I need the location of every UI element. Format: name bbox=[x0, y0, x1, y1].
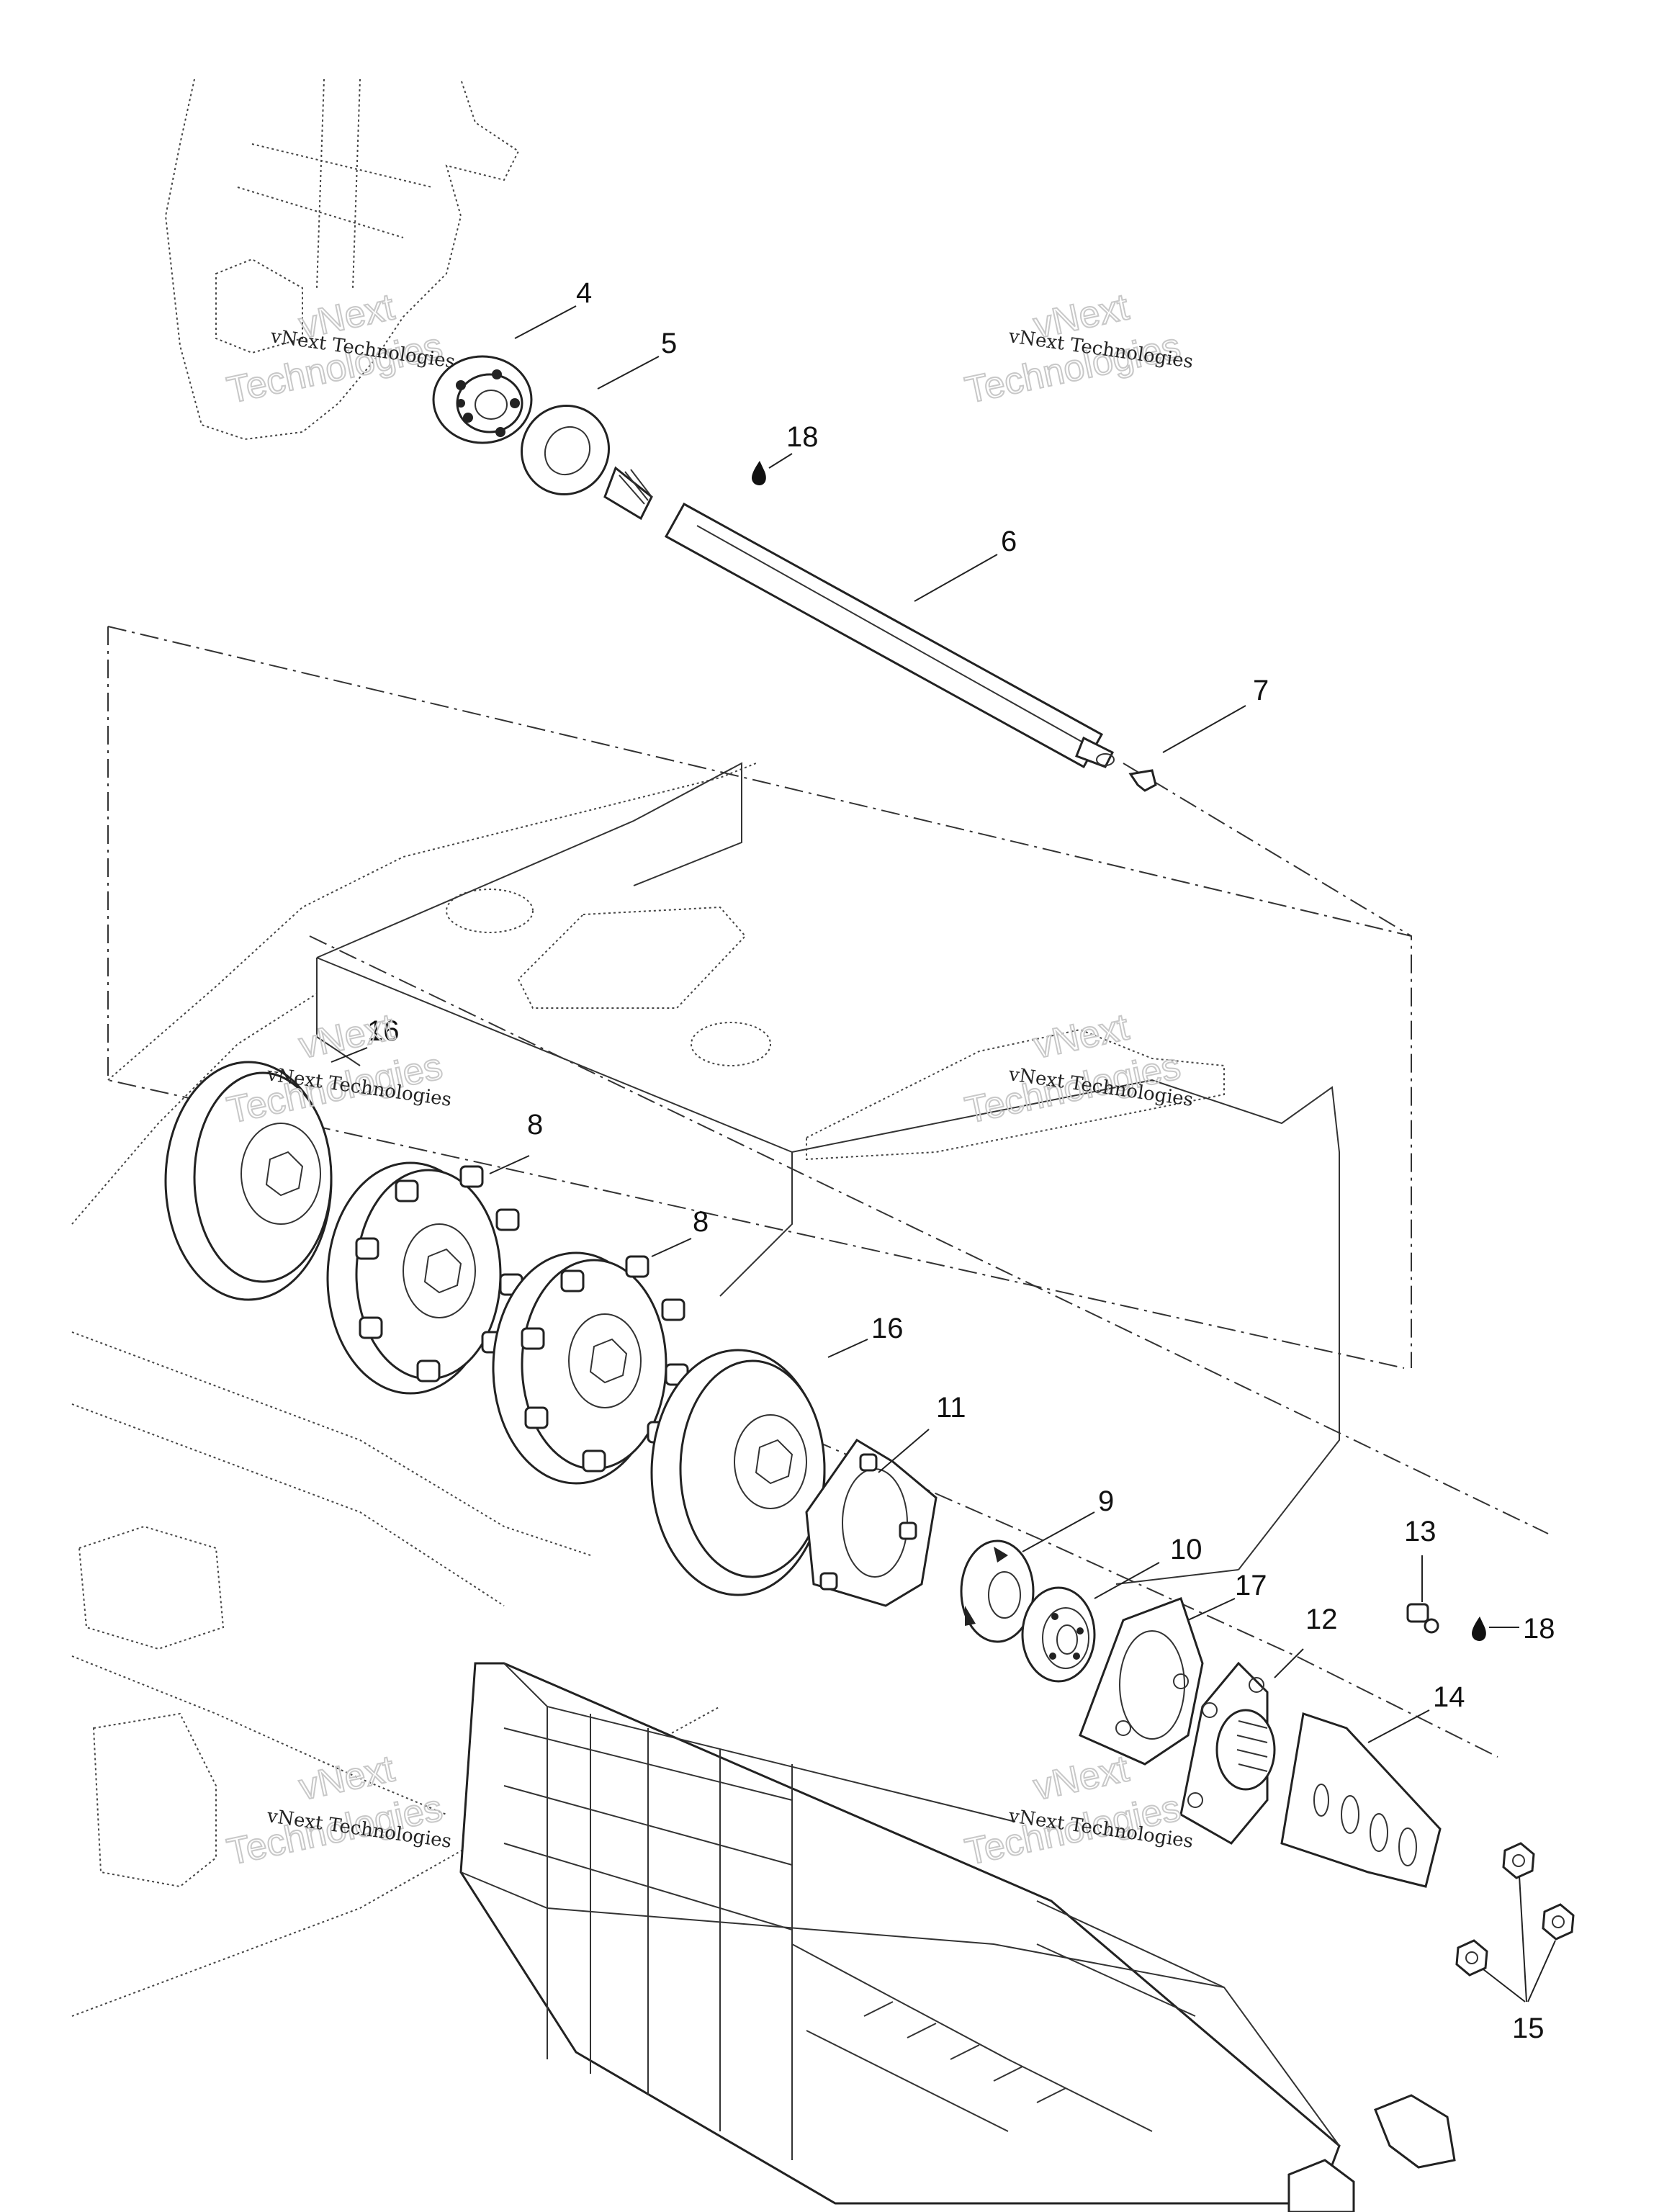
callout-5: 5 bbox=[661, 328, 677, 359]
flange-part-11 bbox=[805, 1438, 938, 1607]
watermark-2: vNext Technologies vNext Technologies bbox=[961, 285, 1195, 412]
callout-8-a: 8 bbox=[527, 1109, 543, 1141]
sprocket-part-8-b bbox=[492, 1251, 689, 1485]
callout-10: 10 bbox=[1170, 1534, 1202, 1565]
callout-16-right: 16 bbox=[871, 1313, 904, 1344]
callout-9: 9 bbox=[1098, 1485, 1114, 1517]
callout-18-right: 18 bbox=[1523, 1613, 1555, 1645]
sprocket-part-8-a bbox=[326, 1161, 523, 1395]
callout-6: 6 bbox=[1001, 526, 1017, 557]
callout-12: 12 bbox=[1305, 1604, 1338, 1635]
slider-clips bbox=[1287, 2094, 1456, 2212]
grease-drop-icon bbox=[752, 461, 766, 486]
callout-18-top: 18 bbox=[786, 421, 819, 453]
callout-labels: 4 5 18 6 7 16 8 8 16 11 9 10 17 12 13 18… bbox=[367, 277, 1555, 2044]
bearing-part-4 bbox=[432, 355, 533, 444]
callout-17: 17 bbox=[1235, 1570, 1267, 1601]
grease-fitting-part-13 bbox=[1406, 1603, 1439, 1634]
housing-outline bbox=[71, 78, 1225, 2017]
leader-lines bbox=[331, 305, 1556, 2002]
watermark-6: vNext Technologies vNext Technologies bbox=[961, 1747, 1195, 1874]
callout-4: 4 bbox=[576, 277, 592, 309]
retainer-part-9 bbox=[960, 1539, 1035, 1643]
gasket-part-17 bbox=[1079, 1597, 1204, 1766]
callout-7: 7 bbox=[1253, 675, 1269, 706]
idler-wheel-part-16-left bbox=[164, 1061, 333, 1301]
callout-16-left: 16 bbox=[367, 1015, 400, 1047]
callout-8-b: 8 bbox=[693, 1206, 709, 1238]
bracket-part-14 bbox=[1280, 1712, 1442, 1888]
clip-part-7 bbox=[1128, 769, 1157, 792]
bearing-housing-part-12 bbox=[1179, 1661, 1276, 1845]
watermark-1: vNext Technologies vNext Technologies bbox=[222, 285, 457, 412]
drive-axle-part-6 bbox=[603, 466, 1115, 769]
callout-15: 15 bbox=[1512, 2013, 1545, 2044]
track-part bbox=[459, 1662, 1341, 2205]
watermark-5: vNext Technologies vNext Technologies bbox=[222, 1747, 453, 1874]
callout-13: 13 bbox=[1404, 1516, 1437, 1547]
bearing-part-10 bbox=[1021, 1586, 1096, 1683]
callout-11: 11 bbox=[936, 1392, 966, 1424]
nuts-part-15 bbox=[1455, 1842, 1575, 1977]
callout-14: 14 bbox=[1433, 1681, 1465, 1713]
watermark-4: vNext Technologies vNext Technologies bbox=[961, 1005, 1195, 1132]
idler-wheel-part-16-right bbox=[650, 1349, 826, 1596]
grease-drop-icon bbox=[1472, 1617, 1486, 1642]
washer-part-5 bbox=[520, 404, 611, 496]
